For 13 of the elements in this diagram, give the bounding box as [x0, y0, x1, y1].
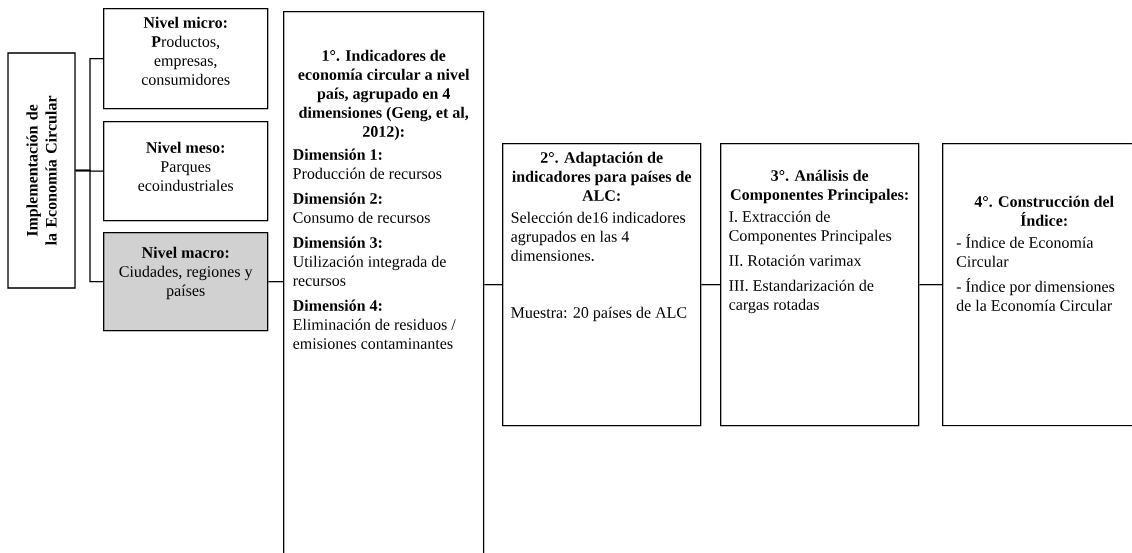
- level-box: Nivel macro: Ciudades, regiones y países: [103, 232, 269, 332]
- step-box: 2°. Adaptación de indicadores para países de ALC: Selección de16 indicadores agrupados en las 4 dimensiones. Muestra: 20 países de ALC: [502, 143, 702, 427]
- connector-line: [483, 284, 503, 286]
- level-box: Nivel micro: Productos, empresas, consumidores: [103, 8, 269, 110]
- connector-line: [267, 281, 284, 283]
- connector-line: [918, 284, 943, 286]
- rotated-label-box: Implementación de la Economía Circular: [7, 52, 76, 289]
- connector-line: [75, 169, 104, 283]
- level-box: Nivel meso: Parques ecoindustriales: [103, 121, 269, 222]
- connector-line: [700, 284, 721, 286]
- step-box: 1°. Indicadores de economía circular a nivel país, agrupado en 4 dimensiones (Geng, et al, 2012): Dimensión 1: Producción de recursos Dimensión 2: Consumo de recursos Dimensión 3: Utilización integrada de recursos Dimensión 4: Eliminación de residuos / emisiones contaminantes: [283, 11, 485, 553]
- step-box: 4°. Construcción del Índice: - Índice de Economía Circular - Índice por dimensiones de la Economía Circular: [942, 143, 1132, 427]
- step-box: 3°. Análisis de Componentes Principales: I. Extracción de Componentes Principales II. Rotación varimax III. Estandarización de cargas rotadas: [720, 143, 920, 427]
